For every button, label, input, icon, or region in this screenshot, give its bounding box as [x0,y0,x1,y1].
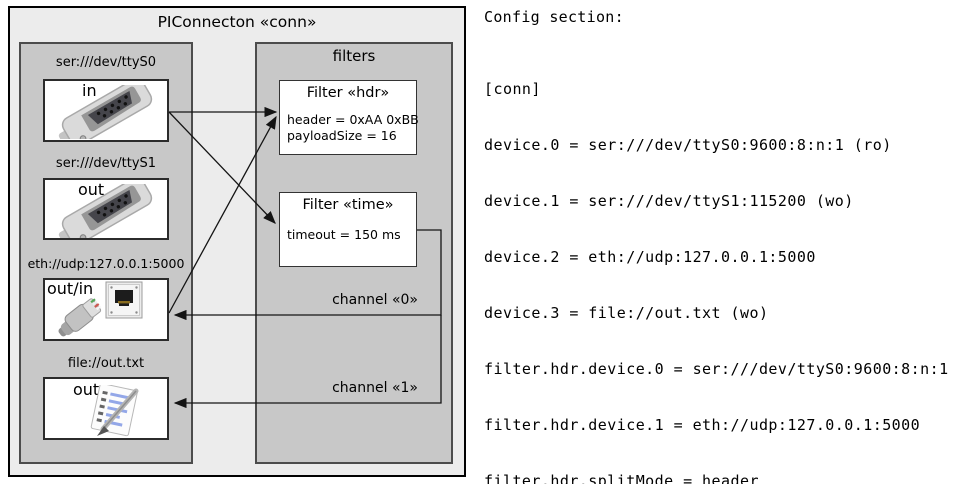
config-section: [conn] device.0 = ser:///dev/ttyS0:9600:… [484,43,958,484]
config-line: filter.hdr.splitMode = header [484,472,759,484]
device-box-eth-outin: out/in [43,278,169,341]
config-line: device.2 = eth://udp:127.0.0.1:5000 [484,248,816,267]
device-url-label-ttys1: ser:///dev/ttyS1 [55,156,157,171]
device-direction-label: out/in [47,279,94,298]
config-line: device.3 = file://out.txt (wo) [484,304,769,323]
ethernet-jack-icon [105,281,143,319]
notepad-icon [90,385,139,437]
filter-time-box: Filter «time» timeout = 150 ms [279,192,417,267]
config-line: device.0 = ser:///dev/ttyS0:9600:8:n:1 (… [484,136,892,155]
connection-frame-title: PIConnecton «conn» [157,13,317,31]
config-line: filter.hdr.device.1 = eth://udp:127.0.0.… [484,416,921,435]
filter-property: payloadSize = 16 [287,128,397,143]
device-box-file-out: out [43,377,169,440]
serial-connector-icon [58,85,153,139]
filter-property: header = 0xAA 0xBB [287,112,419,127]
device-box-ttys1-out: out [43,178,169,240]
channel-0-label: channel «0» [332,292,418,308]
config-line: device.1 = ser:///dev/ttyS1:115200 (wo) [484,192,854,211]
ethernet-cable-icon [58,298,102,337]
device-direction-label: out [73,380,100,399]
device-url-label-ttys0: ser:///dev/ttyS0 [55,55,157,70]
filter-title: Filter «hdr» [306,85,390,101]
device-box-ttys0-in: in [43,79,169,142]
filter-property: timeout = 150 ms [287,227,401,242]
device-direction-label: in [82,81,97,100]
filters-panel-title: filters [332,47,376,65]
config-title: Config section: [484,8,624,26]
device-direction-label: out [78,180,105,199]
serial-connector-icon [58,184,153,238]
channel-1-label: channel «1» [332,380,418,396]
config-line: filter.hdr.device.0 = ser:///dev/ttyS0:9… [484,360,949,379]
config-line: [conn] [484,80,541,99]
device-url-label-eth: eth://udp:127.0.0.1:5000 [27,256,185,271]
devices-panel: ser:///dev/ttyS0 in ser:///dev/ttyS1 [19,42,193,464]
filter-title: Filter «time» [302,197,394,213]
device-url-label-file: file://out.txt [67,356,145,371]
filters-panel: filters Filter «hdr» header = 0xAA 0xBB … [255,42,453,464]
filter-hdr-box: Filter «hdr» header = 0xAA 0xBB payloadS… [279,80,419,155]
